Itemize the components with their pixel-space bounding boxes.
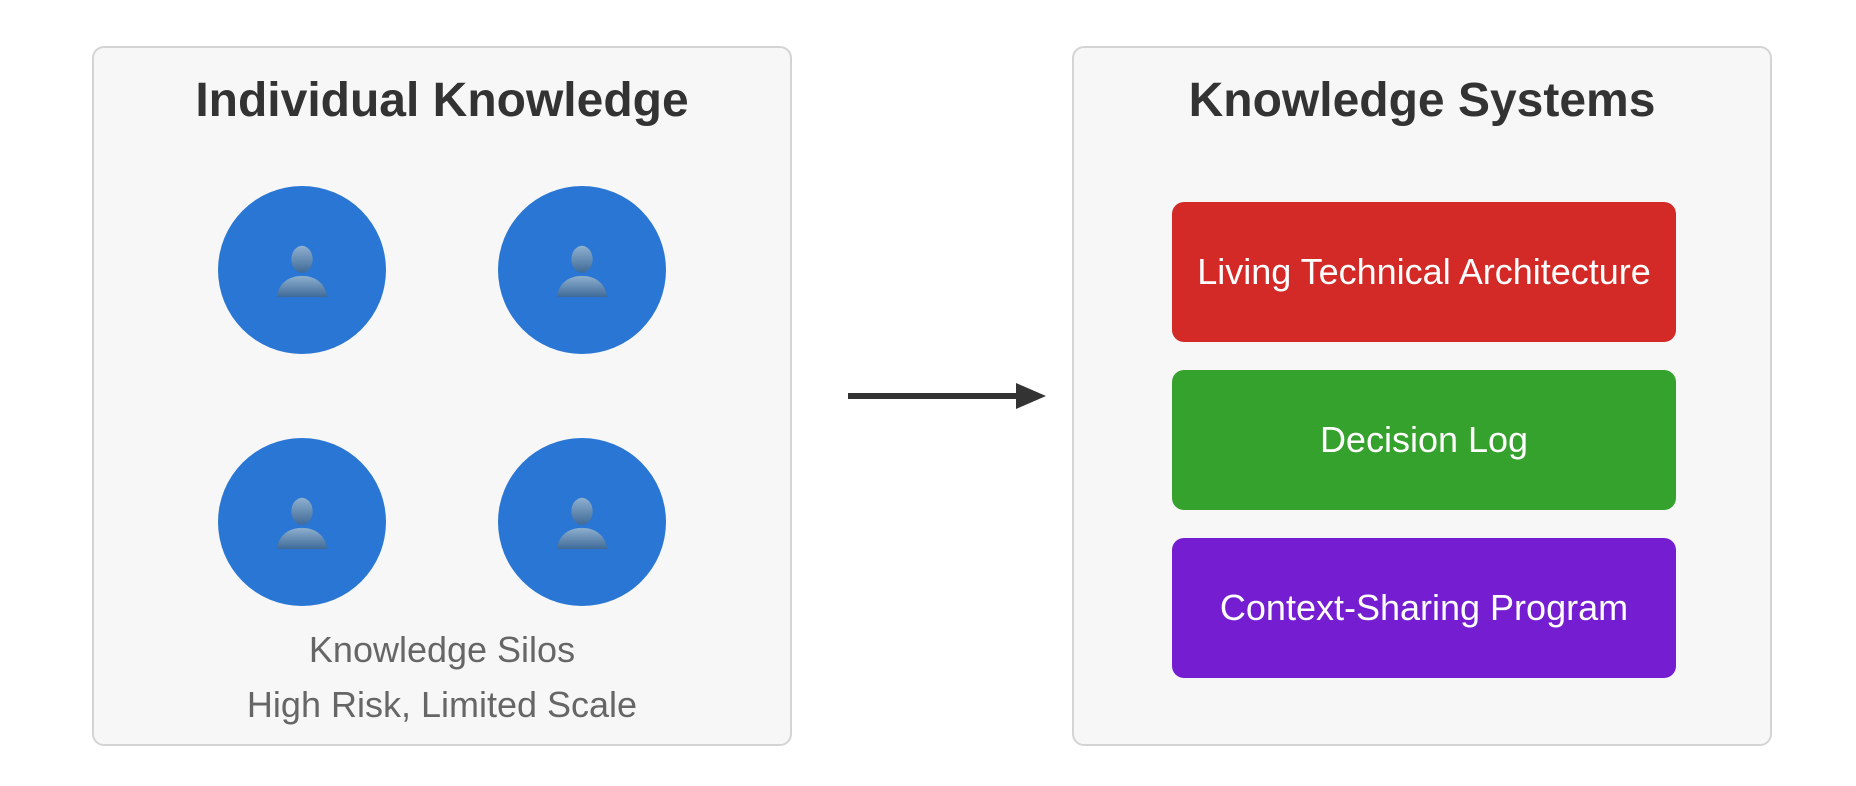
living-technical-architecture-box: Living Technical Architecture — [1172, 202, 1676, 342]
person-circle — [498, 438, 666, 606]
context-sharing-program-box: Context-Sharing Program — [1172, 538, 1676, 678]
knowledge-systems-panel: Knowledge Systems Living Technical Archi… — [1072, 46, 1772, 746]
individual-knowledge-title: Individual Knowledge — [195, 74, 689, 127]
person-circle — [498, 186, 666, 354]
person-circle — [218, 186, 386, 354]
transition-arrow — [848, 383, 1046, 409]
user-silhouette-icon — [276, 497, 328, 550]
knowledge-silos-caption: Knowledge Silos — [308, 629, 576, 670]
individual-knowledge-panel: Individual Knowledge — [92, 46, 792, 746]
user-silhouette-icon — [556, 245, 608, 298]
person-circle — [218, 438, 386, 606]
decision-log-box: Decision Log — [1172, 370, 1676, 510]
risk-scale-caption: High Risk, Limited Scale — [246, 684, 638, 725]
user-silhouette-icon — [556, 497, 608, 550]
user-silhouette-icon — [276, 245, 328, 298]
knowledge-systems-title: Knowledge Systems — [1188, 74, 1656, 127]
